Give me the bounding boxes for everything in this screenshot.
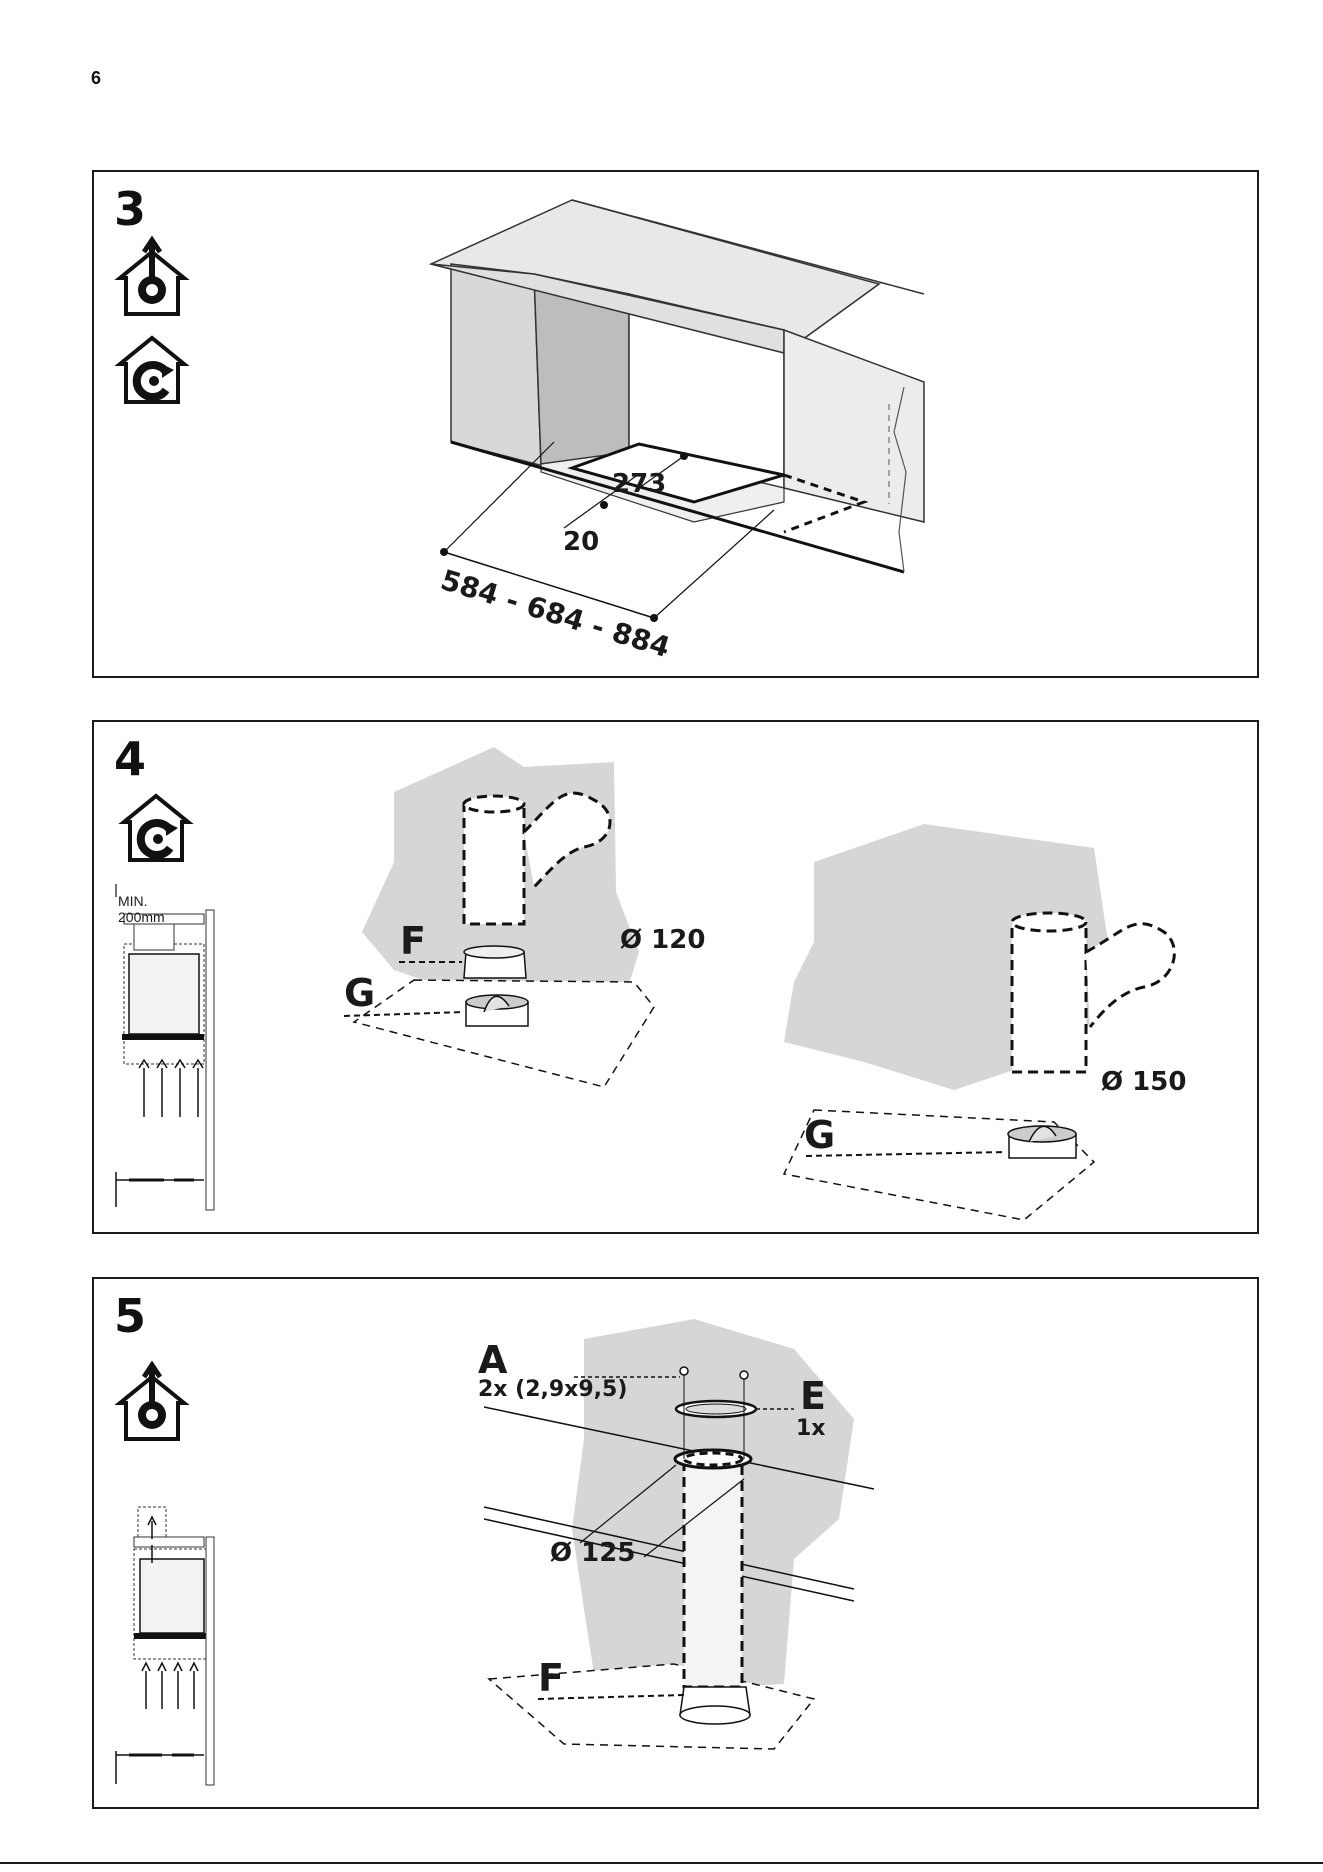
recirculation-house-icon xyxy=(124,796,188,860)
cabinet-drawing xyxy=(431,200,924,622)
page-number: 6 xyxy=(91,68,101,89)
recirculation-house-icon xyxy=(120,338,184,402)
page-bottom-rule xyxy=(0,1862,1323,1864)
part-e-qty: 1x xyxy=(796,1416,826,1441)
step-5-panel: 5 xyxy=(92,1277,1259,1809)
side-view-diagram xyxy=(116,884,214,1210)
min-label: MIN. xyxy=(118,893,148,909)
part-g-right-label: G xyxy=(804,1113,835,1157)
part-f-label: F xyxy=(400,919,426,963)
step-3-illustration: 273 20 584 - 684 - 884 xyxy=(94,172,1257,676)
side-view-diagram xyxy=(116,1507,214,1785)
depth-dimension: 273 xyxy=(612,469,666,499)
left-duct-assembly xyxy=(344,747,654,1087)
right-duct-assembly xyxy=(784,824,1174,1220)
duct-out-house-icon xyxy=(120,1365,184,1439)
step-4-illustration: MIN. 200mm Ø 120 F G xyxy=(94,722,1257,1232)
duct-out-house-icon xyxy=(120,240,184,314)
step-4-panel: 4 MIN. 200mm xyxy=(92,720,1259,1234)
right-diameter-label: Ø 150 xyxy=(1101,1067,1186,1097)
duct-diameter-label: Ø 125 xyxy=(550,1538,635,1568)
part-a-spec: 2x (2,9x9,5) xyxy=(478,1377,627,1402)
step-3-panel: 3 xyxy=(92,170,1259,678)
part-g-label: G xyxy=(344,971,375,1015)
part-f-label: F xyxy=(538,1656,564,1700)
part-a-label: A xyxy=(478,1338,508,1382)
min-value: 200mm xyxy=(118,909,165,925)
part-e-label: E xyxy=(800,1374,826,1418)
step-5-illustration: A 2x (2,9x9,5) E 1x Ø 125 F xyxy=(94,1279,1257,1807)
offset-dimension: 20 xyxy=(563,527,599,557)
left-diameter-label: Ø 120 xyxy=(620,925,705,955)
